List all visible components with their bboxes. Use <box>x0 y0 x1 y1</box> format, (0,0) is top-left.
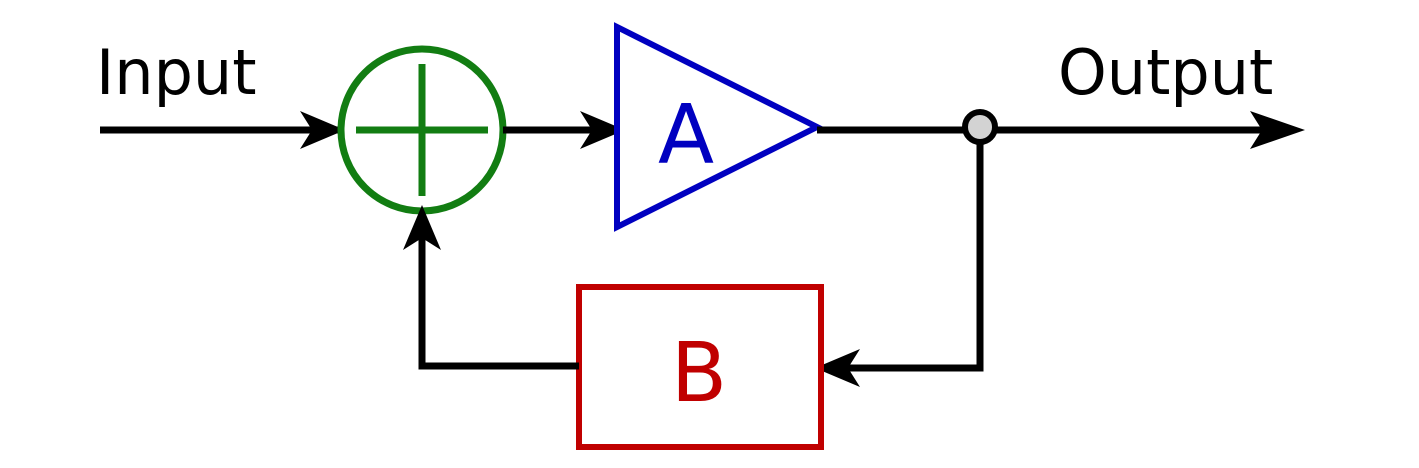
feedback-path-left <box>418 220 579 370</box>
amplifier-triangle-icon <box>614 22 824 232</box>
feedback-return-arrowhead-icon <box>403 205 441 250</box>
feedback-arrowhead-icon <box>815 349 860 387</box>
feedback-path-right <box>830 130 984 372</box>
output-arrowhead-icon <box>1250 111 1305 149</box>
forward-arrowhead-icon <box>580 111 625 149</box>
feedback-label: B <box>671 326 727 421</box>
input-arrowhead-icon <box>300 111 345 149</box>
output-label: Output <box>1058 36 1273 109</box>
feedback-block <box>576 284 824 450</box>
junction-dot-icon <box>962 109 998 145</box>
amplifier-label: A <box>658 88 714 183</box>
input-label: Input <box>96 36 257 109</box>
summing-junction <box>337 45 507 215</box>
